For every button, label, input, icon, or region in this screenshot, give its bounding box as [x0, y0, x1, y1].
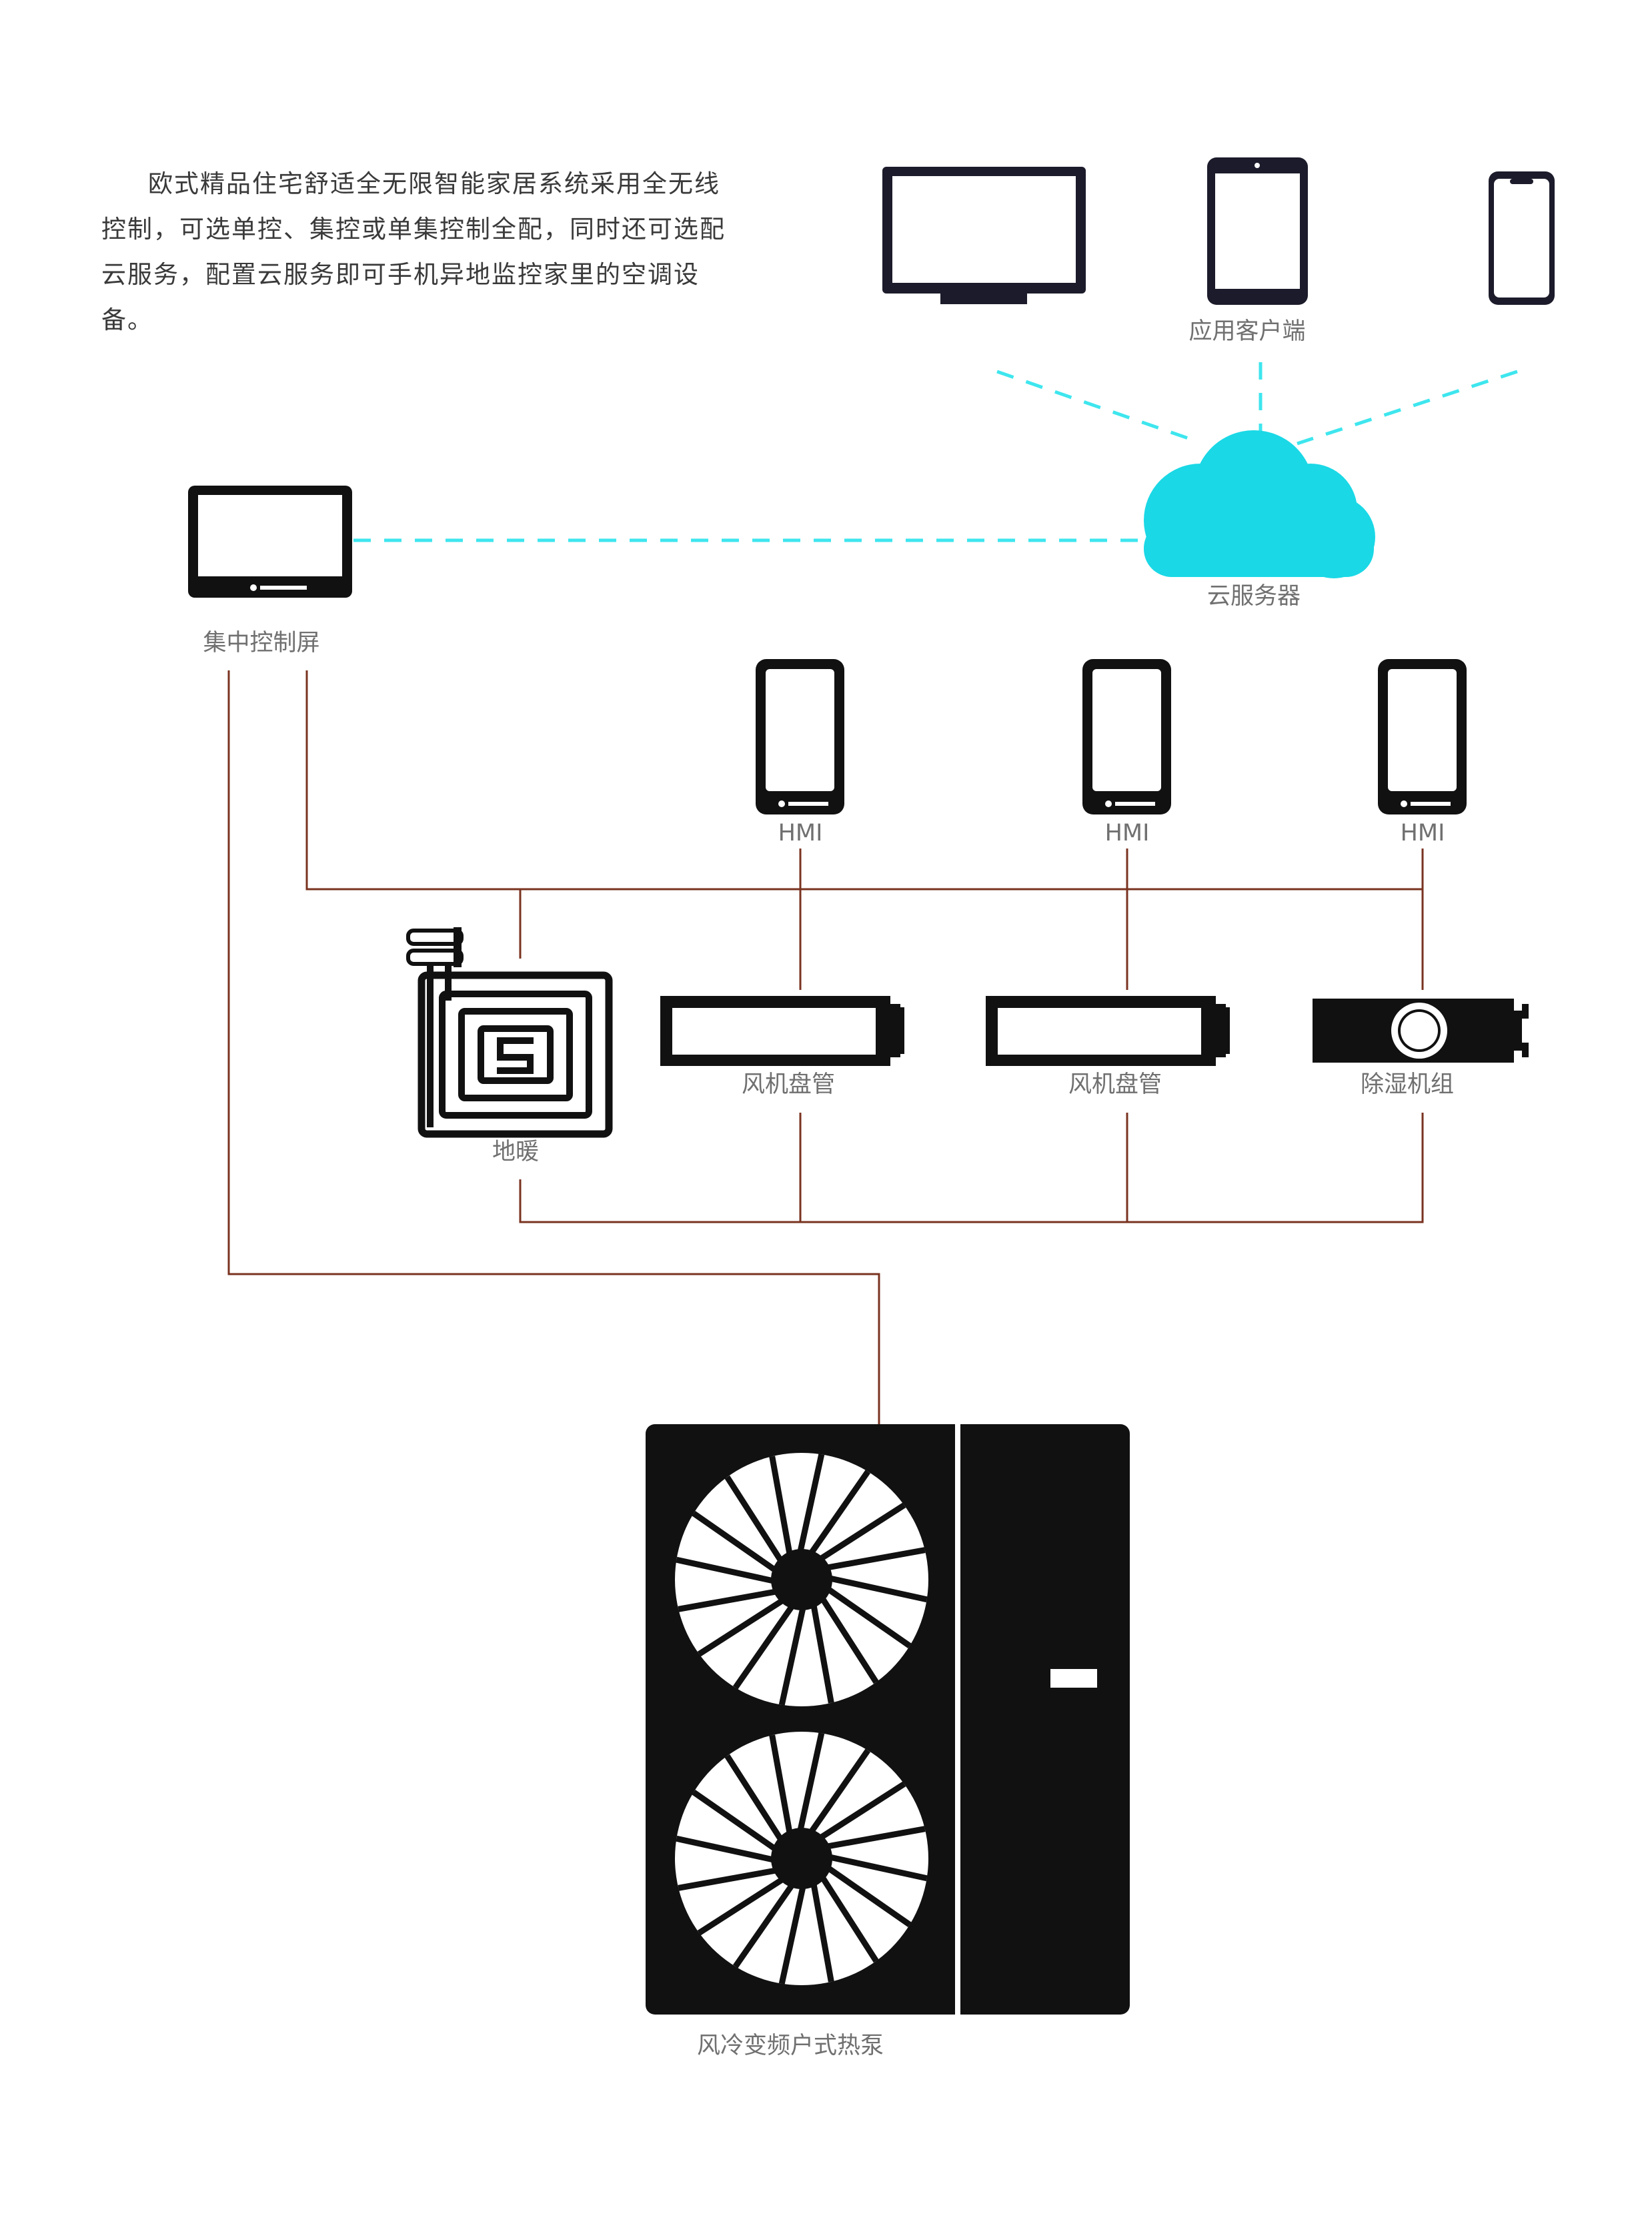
wire-control-bus	[305, 670, 1423, 891]
label-hmi-2: HMI	[1105, 820, 1150, 847]
tablet-icon	[1207, 157, 1308, 305]
phone-icon	[1489, 171, 1555, 305]
label-app-client: 应用客户端	[1188, 318, 1305, 345]
label-fan-coil-2: 风机盘管	[1068, 1071, 1162, 1098]
wired-links	[227, 670, 1424, 1426]
wire-water-loop	[519, 1113, 1424, 1223]
monitor-icon	[882, 167, 1086, 304]
fan-bottom-icon	[675, 1732, 928, 1985]
intro-paragraph: 欧式精品住宅舒适全无限智能家居系统采用全无线控制，可选单控、集控或单集控制全配，…	[101, 169, 726, 334]
label-fan-coil-1: 风机盘管	[742, 1071, 835, 1098]
label-central-screen: 集中控制屏	[203, 630, 319, 656]
cloud-icon	[1144, 430, 1375, 578]
central-screen-icon	[188, 486, 352, 598]
dehumidifier-icon	[1313, 999, 1529, 1063]
heat-pump-icon	[646, 1424, 1130, 2015]
floor-heating-icon	[406, 927, 613, 1138]
fan-coil-1-icon	[660, 996, 904, 1066]
wireless-links	[353, 362, 1518, 542]
wireless-link-phone	[1297, 370, 1518, 446]
label-hmi-1: HMI	[778, 820, 823, 847]
label-dehumidifier: 除湿机组	[1361, 1071, 1454, 1098]
hmi-1-icon	[756, 659, 844, 814]
hmi-3-icon	[1378, 659, 1467, 814]
label-hmi-3: HMI	[1401, 820, 1445, 847]
wireless-link-monitor	[996, 370, 1194, 442]
fan-top-icon	[675, 1453, 928, 1706]
fan-coil-2-icon	[986, 996, 1230, 1066]
hmi-2-icon	[1082, 659, 1171, 814]
label-cloud-server: 云服务器	[1207, 583, 1301, 610]
wire-to-heat-pump	[227, 670, 880, 1426]
label-heat-pump: 风冷变频户式热泵	[697, 2033, 884, 2059]
label-floor-heating: 地暖	[492, 1139, 539, 1165]
